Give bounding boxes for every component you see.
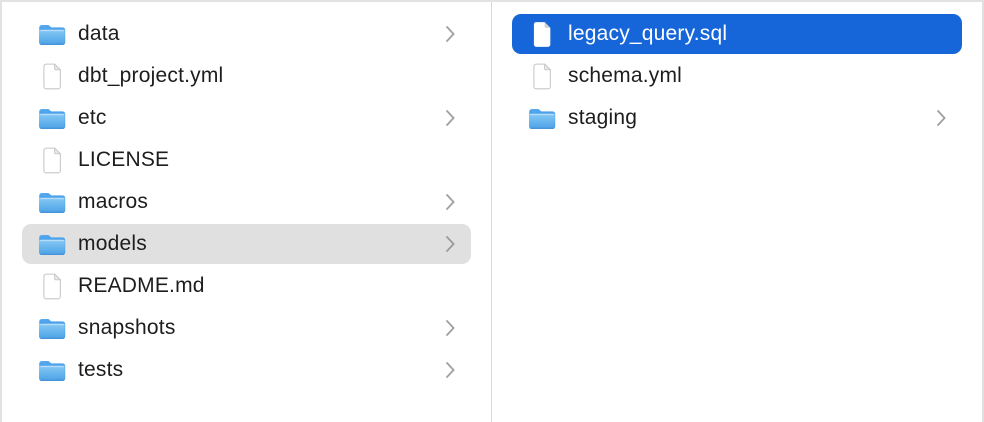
row-snapshots[interactable]: snapshots bbox=[22, 308, 471, 348]
document-icon bbox=[38, 63, 66, 90]
document-icon bbox=[38, 147, 66, 174]
document-icon bbox=[38, 273, 66, 300]
row-label: staging bbox=[568, 106, 638, 129]
folder-icon bbox=[38, 107, 66, 130]
chevron-right-icon bbox=[446, 26, 457, 42]
finder-column-right: legacy_query.sql schema.yml staging bbox=[492, 2, 982, 422]
folder-icon bbox=[38, 317, 66, 340]
row-label: data bbox=[78, 22, 120, 45]
chevron-right-icon bbox=[446, 236, 457, 252]
row-label: dbt_project.yml bbox=[78, 64, 224, 87]
row-label: macros bbox=[78, 190, 149, 213]
finder-column-left: data dbt_project.yml etc LICENSE bbox=[2, 2, 491, 422]
folder-icon bbox=[38, 23, 66, 46]
folder-icon bbox=[38, 233, 66, 256]
row-legacy-query-sql[interactable]: legacy_query.sql bbox=[512, 14, 962, 54]
row-staging[interactable]: staging bbox=[512, 98, 962, 138]
chevron-right-icon bbox=[446, 110, 457, 126]
row-label: etc bbox=[78, 106, 107, 129]
row-license[interactable]: LICENSE bbox=[22, 140, 471, 180]
document-icon bbox=[528, 21, 556, 48]
row-etc[interactable]: etc bbox=[22, 98, 471, 138]
row-label: LICENSE bbox=[78, 148, 170, 171]
row-label: models bbox=[78, 232, 147, 255]
row-label: README.md bbox=[78, 274, 205, 297]
chevron-right-icon bbox=[446, 194, 457, 210]
folder-icon bbox=[528, 107, 556, 130]
chevron-right-icon bbox=[446, 362, 457, 378]
row-label: tests bbox=[78, 358, 124, 381]
row-readme-md[interactable]: README.md bbox=[22, 266, 471, 306]
row-label: legacy_query.sql bbox=[568, 22, 728, 45]
row-models[interactable]: models bbox=[22, 224, 471, 264]
folder-icon bbox=[38, 359, 66, 382]
row-label: snapshots bbox=[78, 316, 176, 339]
row-label: schema.yml bbox=[568, 64, 683, 87]
folder-icon bbox=[38, 191, 66, 214]
column-divider bbox=[491, 2, 492, 422]
row-schema-yml[interactable]: schema.yml bbox=[512, 56, 962, 96]
document-icon bbox=[528, 63, 556, 90]
row-dbt-project-yml[interactable]: dbt_project.yml bbox=[22, 56, 471, 96]
chevron-right-icon bbox=[937, 110, 948, 126]
row-tests[interactable]: tests bbox=[22, 350, 471, 390]
chevron-right-icon bbox=[446, 320, 457, 336]
row-macros[interactable]: macros bbox=[22, 182, 471, 222]
row-data[interactable]: data bbox=[22, 14, 471, 54]
